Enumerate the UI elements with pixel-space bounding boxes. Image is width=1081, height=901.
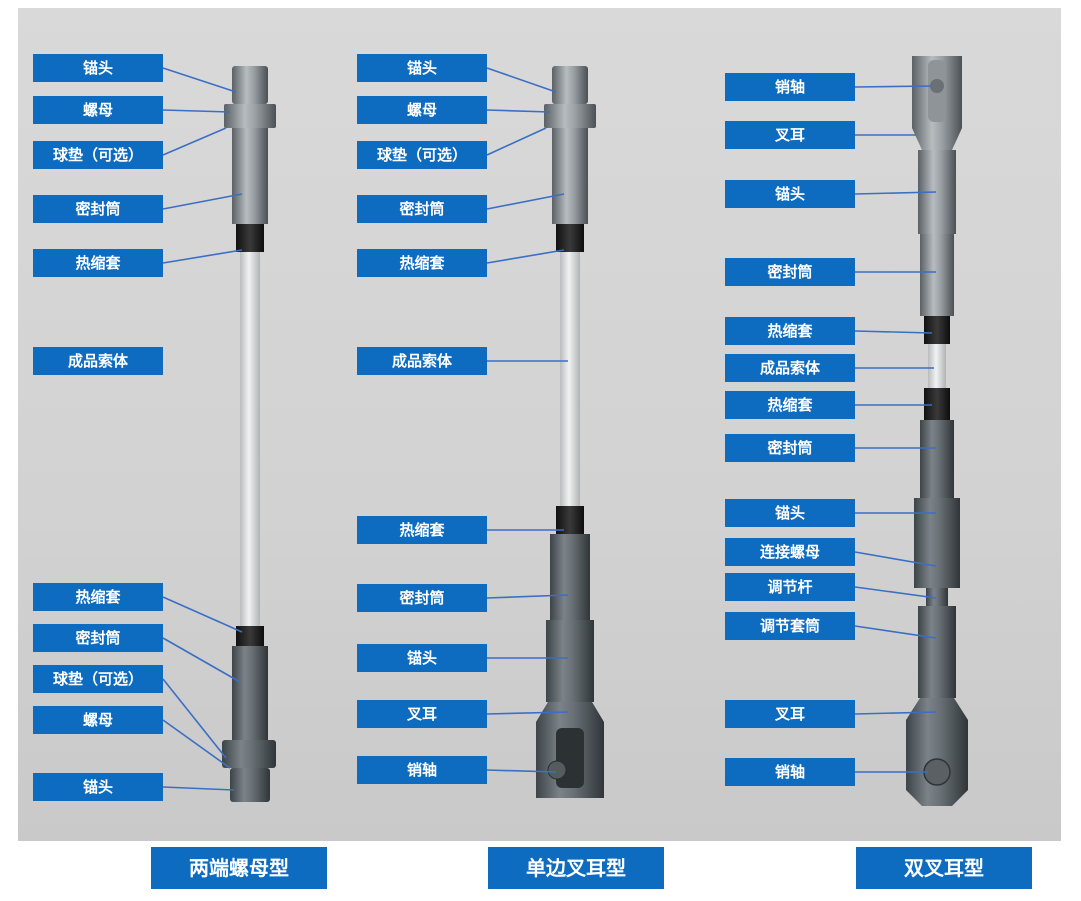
fork-ear-bottom [906, 698, 968, 806]
label-heat-shrink: 热缩套 [357, 516, 487, 544]
label-cable-body: 成品索体 [725, 354, 855, 382]
label-fork-ear: 叉耳 [357, 700, 487, 728]
label-nut: 螺母 [357, 96, 487, 124]
cable-body [928, 344, 946, 388]
label-pin-shaft: 销轴 [357, 756, 487, 784]
type-double-fork: 双叉耳型 [856, 847, 1032, 889]
label-cable-body: 成品索体 [33, 347, 163, 375]
cable-body [240, 252, 260, 628]
label-seal-tube: 密封筒 [725, 434, 855, 462]
label-ball-washer: 球垫（可选） [33, 665, 163, 693]
label-ball-washer: 球垫（可选） [357, 141, 487, 169]
nut-top [224, 104, 276, 128]
label-anchor-head: 锚头 [357, 54, 487, 82]
label-heat-shrink: 热缩套 [33, 249, 163, 277]
type-single-fork: 单边叉耳型 [488, 847, 664, 889]
heat-shrink-top [924, 316, 950, 344]
label-anchor-head: 锚头 [33, 54, 163, 82]
label-pin-shaft: 销轴 [725, 73, 855, 101]
label-heat-shrink: 热缩套 [725, 317, 855, 345]
label-pin-shaft: 销轴 [725, 758, 855, 786]
seal-tube-bottom [232, 646, 268, 740]
seal-tube-top [920, 234, 954, 316]
label-anchor-head: 锚头 [725, 499, 855, 527]
label-anchor-head: 锚头 [725, 180, 855, 208]
label-heat-shrink: 热缩套 [725, 391, 855, 419]
leader-lines [162, 67, 937, 791]
heat-shrink-top [556, 224, 584, 252]
label-heat-shrink: 热缩套 [33, 583, 163, 611]
label-nut: 螺母 [33, 96, 163, 124]
single-fork-cable [536, 66, 604, 798]
label-adjust-rod: 调节杆 [725, 573, 855, 601]
heat-shrink-bottom [236, 626, 264, 646]
label-nut: 螺母 [33, 706, 163, 734]
cable-body [560, 252, 580, 508]
anchor-head-bottom [546, 620, 594, 702]
label-connecting-nut: 连接螺母 [725, 538, 855, 566]
double-fork-cable [906, 56, 968, 806]
label-seal-tube: 密封筒 [33, 624, 163, 652]
seal-tube-bottom [920, 420, 954, 498]
heat-shrink-top [236, 224, 264, 252]
nut-bottom [222, 740, 276, 768]
label-fork-ear: 叉耳 [725, 700, 855, 728]
label-seal-tube: 密封筒 [33, 195, 163, 223]
label-adjust-sleeve: 调节套筒 [725, 612, 855, 640]
background-panel [18, 8, 1061, 841]
fork-slot [556, 728, 584, 788]
nut-top [544, 104, 596, 128]
label-fork-ear: 叉耳 [725, 121, 855, 149]
label-ball-washer: 球垫（可选） [33, 141, 163, 169]
type-double-nut: 两端螺母型 [151, 847, 327, 889]
label-seal-tube: 密封筒 [357, 195, 487, 223]
anchor-head-bottom [230, 768, 270, 802]
anchor-head-bottom [914, 498, 960, 588]
seal-tube-top [232, 128, 268, 224]
double-nut-cable [222, 66, 276, 802]
adjust-sleeve [918, 606, 956, 698]
seal-tube-top [552, 128, 588, 224]
label-heat-shrink: 热缩套 [357, 249, 487, 277]
seal-tube-bottom [550, 534, 590, 620]
label-seal-tube: 密封筒 [357, 584, 487, 612]
anchor-head-top [552, 66, 588, 104]
anchor-head-top [232, 66, 268, 104]
label-cable-body: 成品索体 [357, 347, 487, 375]
pin-shaft-top [930, 79, 944, 93]
pin-shaft [547, 760, 567, 780]
heat-shrink-bottom [924, 388, 950, 420]
adjust-rod [926, 588, 948, 606]
label-anchor-head: 锚头 [33, 773, 163, 801]
label-seal-tube: 密封筒 [725, 258, 855, 286]
label-anchor-head: 锚头 [357, 644, 487, 672]
